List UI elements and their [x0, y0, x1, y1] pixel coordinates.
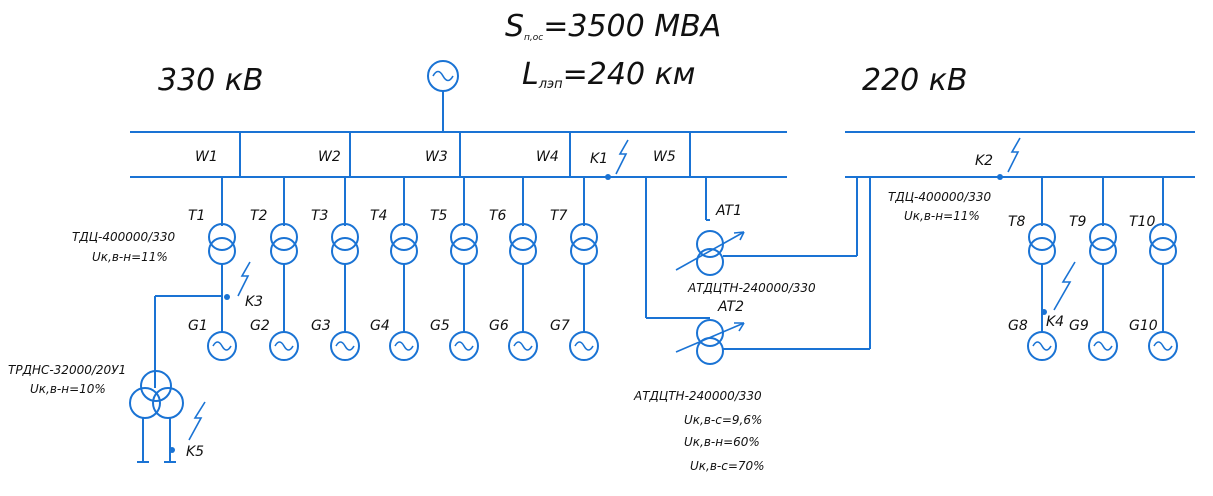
- at-uk-vs2-label: Uк,в-с=70%: [690, 459, 765, 473]
- fault-label-k2: K2: [975, 153, 993, 169]
- t1-uk-label: Uк,в-н=11%: [92, 250, 168, 264]
- transformer-winding-icon: [1149, 223, 1177, 251]
- generator-icon: [569, 331, 599, 361]
- generator-icon: [508, 331, 538, 361]
- at-uk-vs-label: Uк,в-с=9,6%: [684, 413, 762, 427]
- line-label-w3: W3: [425, 149, 448, 165]
- generator-label-g10: G10: [1129, 318, 1158, 334]
- fault-label-k3: K3: [245, 294, 263, 310]
- generator-icon: [449, 331, 479, 361]
- generator-icon: [1027, 331, 1057, 361]
- aux-transformer-branch: [129, 295, 222, 463]
- transformer-winding-icon: [1089, 223, 1117, 251]
- generator-label-g7: G7: [550, 318, 570, 334]
- transformer-label-t6: T6: [489, 208, 507, 224]
- svg-text:Lлэп=240 км: Lлэп=240 км: [522, 57, 695, 92]
- generator-icon: [1148, 331, 1178, 361]
- autotransformer-at2: [645, 177, 871, 365]
- t8-uk-label: Uк,в-н=11%: [904, 209, 980, 223]
- fault-k4-icon: [1041, 261, 1076, 315]
- bus-voltage-220: 220 кВ: [862, 63, 968, 98]
- line-length-label: Lлэп=240 км: [522, 57, 695, 92]
- fault-k5-icon: [169, 401, 206, 453]
- transformer-label-t9: T9: [1069, 214, 1087, 230]
- generator-label-g8: G8: [1008, 318, 1028, 334]
- transformer-winding-icon: [450, 223, 478, 251]
- transformer-winding-icon: [570, 223, 598, 251]
- at1-type-label: АТДЦТН-240000/330: [687, 281, 816, 295]
- at1-label: AT1: [715, 203, 742, 219]
- transformer-label-t8: T8: [1008, 214, 1026, 230]
- bus-330kv: [130, 131, 787, 178]
- line-label-w5: W5: [653, 149, 676, 165]
- transformer-label-t10: T10: [1129, 214, 1155, 230]
- bus-voltage-330: 330 кВ: [158, 63, 264, 98]
- at2-label: AT2: [717, 299, 744, 315]
- autotransformer-at1: [675, 177, 858, 276]
- at2-type-label: АТДЦТН-240000/330: [633, 389, 762, 403]
- generator-label-g9: G9: [1069, 318, 1089, 334]
- transformer-winding-icon: [208, 223, 236, 251]
- transformer-label-t7: T7: [550, 208, 568, 224]
- transformer-winding-icon: [509, 223, 537, 251]
- generator-label-g4: G4: [370, 318, 390, 334]
- fault-k3-icon: [224, 261, 251, 300]
- generator-icon: [330, 331, 360, 361]
- at-uk-vn-label: Uк,в-н=60%: [684, 435, 760, 449]
- generator-icon: [1088, 331, 1118, 361]
- transformer-label-t3: T3: [311, 208, 328, 224]
- generator-icon: [207, 331, 237, 361]
- aux-uk-label: Uк,в-н=10%: [30, 382, 106, 396]
- generator-icon: [269, 331, 299, 361]
- system-power-label: Sп,ос=3500 МВА: [505, 9, 721, 44]
- generator-label-g6: G6: [489, 318, 509, 334]
- transformer-label-t4: T4: [370, 208, 387, 224]
- fault-k2-icon: [997, 137, 1021, 180]
- generator-label-g1: G1: [188, 318, 208, 334]
- generator-label-g2: G2: [250, 318, 270, 334]
- transformer-winding-icon: [390, 223, 418, 251]
- generator-icon: [389, 331, 419, 361]
- fault-label-k4: K4: [1046, 314, 1064, 330]
- generator-label-g5: G5: [430, 318, 450, 334]
- transformer-winding-icon: [1028, 223, 1056, 251]
- line-label-w2: W2: [318, 149, 341, 165]
- fault-label-k5: K5: [186, 444, 204, 460]
- generator-label-g3: G3: [311, 318, 331, 334]
- line-label-w4: W4: [536, 149, 559, 165]
- fault-k1-icon: [605, 139, 629, 180]
- transformer-label-t1: T1: [188, 208, 205, 224]
- transformer-winding-icon: [270, 223, 298, 251]
- t8-type-label: ТДЦ-400000/330: [888, 190, 991, 204]
- system-source-icon: [427, 60, 459, 132]
- fault-label-k1: K1: [590, 151, 608, 167]
- line-label-w1: W1: [195, 149, 218, 165]
- aux-type-label: ТРДНС-32000/20У1: [8, 363, 126, 377]
- transformer-label-t2: T2: [250, 208, 268, 224]
- svg-text:Sп,ос=3500 МВА: Sп,ос=3500 МВА: [505, 9, 721, 44]
- transformer-label-t5: T5: [430, 208, 448, 224]
- t1-type-label: ТДЦ-400000/330: [72, 230, 175, 244]
- transformer-winding-icon: [331, 223, 359, 251]
- bus-220kv: [845, 131, 1195, 178]
